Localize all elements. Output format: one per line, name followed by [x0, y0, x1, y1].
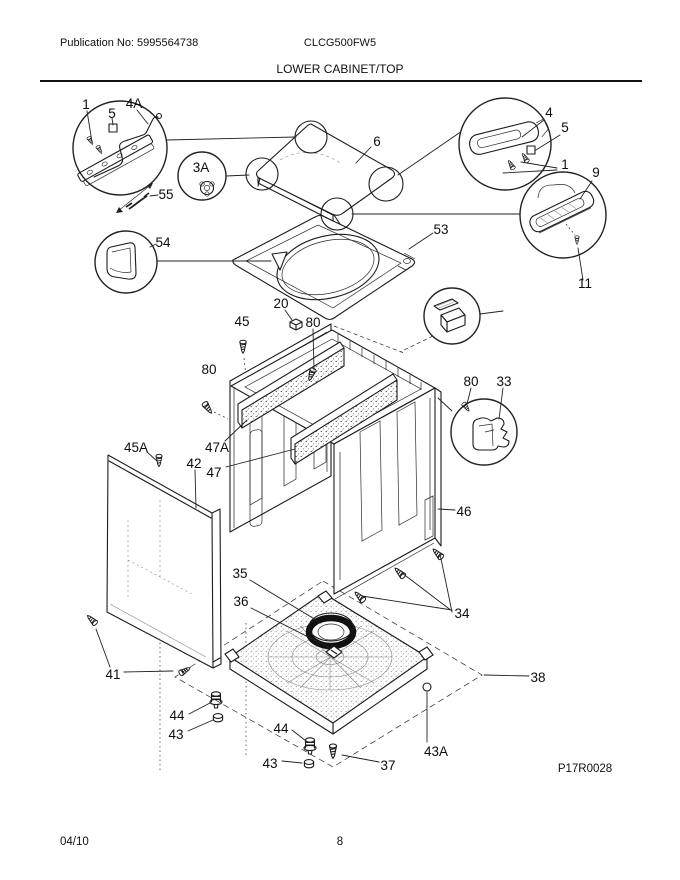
callout-42: 42	[186, 456, 201, 471]
lid-lock-detail-circle	[450, 387, 518, 466]
callout-44: 44	[273, 721, 289, 736]
tub-ring	[305, 612, 357, 650]
lid-switch-detail-circle	[423, 287, 504, 345]
handle-detail-circle	[519, 171, 607, 281]
callout-43a: 43A	[424, 744, 448, 759]
callout-41: 41	[105, 667, 120, 682]
screw-41a	[84, 612, 99, 627]
callout-34: 34	[454, 606, 470, 621]
callout-35: 35	[232, 566, 247, 581]
drawing-code: P17R0028	[557, 763, 613, 775]
callout-11: 11	[578, 276, 592, 291]
callout-leader-lines	[95, 130, 530, 764]
leveling-foot-left	[209, 691, 224, 723]
leveling-foot-center	[303, 737, 317, 769]
callout-33: 33	[496, 374, 511, 389]
screw-41b	[177, 664, 193, 677]
base-pan	[224, 590, 434, 735]
callout-3a: 3A	[193, 160, 210, 175]
callout-80: 80	[305, 315, 320, 330]
callout-6: 6	[373, 134, 381, 149]
callout-55: 55	[158, 187, 173, 202]
callout-5: 5	[108, 106, 116, 121]
callout-80: 80	[201, 362, 216, 377]
callout-47a: 47A	[205, 440, 229, 455]
callout-9: 9	[592, 165, 600, 180]
callout-54: 54	[155, 235, 171, 250]
callout-45a: 45A	[124, 440, 148, 455]
callout-37: 37	[380, 758, 395, 773]
callout-53: 53	[433, 222, 448, 237]
cabinet-wrapper	[230, 329, 442, 600]
callout-4a: 4A	[126, 96, 143, 111]
front-panel	[106, 454, 222, 669]
base-clip	[325, 645, 343, 659]
callout-80: 80	[463, 374, 478, 389]
corner-pad-detail-circle	[94, 230, 158, 294]
lid-hinge-left-detail-circle	[72, 100, 168, 196]
callout-20: 20	[273, 296, 288, 311]
callout-45: 45	[234, 314, 249, 329]
screw-80-left	[200, 400, 215, 416]
callout-44: 44	[169, 708, 185, 723]
callout-47: 47	[206, 465, 221, 480]
callout-1: 1	[82, 97, 90, 112]
callout-36: 36	[233, 594, 248, 609]
lid-hinge-right-detail-circle	[458, 97, 561, 191]
foot-43a	[422, 682, 432, 743]
title-divider	[40, 80, 642, 82]
washer-lid	[245, 120, 404, 231]
lid-spring	[116, 183, 159, 213]
dampening-strip-lower	[290, 373, 398, 465]
footer-date: 04/10	[60, 836, 89, 848]
grommet-detail-circle	[177, 151, 227, 201]
dampening-strip-upper	[237, 341, 345, 429]
screw-37	[328, 743, 338, 760]
callout-4: 4	[545, 105, 553, 120]
callout-5: 5	[561, 120, 569, 135]
washer-top-panel	[232, 214, 416, 321]
nut-20	[289, 318, 303, 331]
model-number: CLCG500FW5	[303, 37, 377, 49]
footer-page-number: 8	[336, 836, 344, 848]
callout-43: 43	[168, 727, 183, 742]
callout-43: 43	[262, 756, 277, 771]
callout-38: 38	[530, 670, 545, 685]
callout-46: 46	[456, 504, 471, 519]
callout-1: 1	[561, 157, 569, 172]
page-title: LOWER CABINET/TOP	[276, 62, 404, 76]
publication-number: Publication No: 5995564738	[60, 37, 199, 49]
screw-45	[239, 339, 247, 354]
